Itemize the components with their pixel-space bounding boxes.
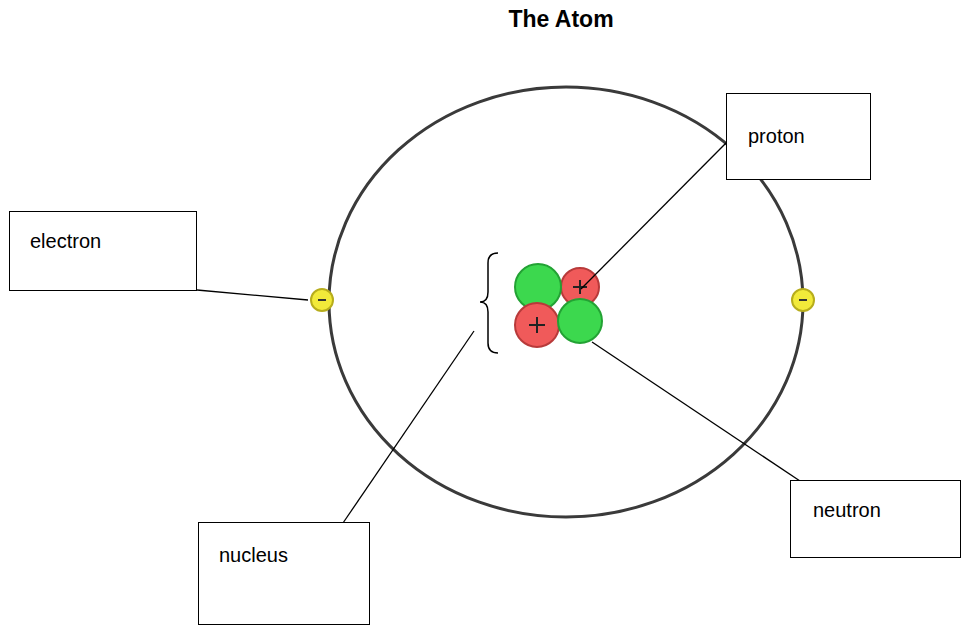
electron-particle	[792, 289, 814, 311]
leader-line	[343, 331, 474, 523]
label-text: proton	[748, 124, 870, 148]
diagram-title: The Atom	[508, 6, 613, 33]
neutron-particle	[558, 299, 602, 343]
label-text: neutron	[813, 498, 960, 522]
label-text: electron	[30, 229, 196, 253]
nucleus-brace	[480, 253, 498, 353]
leader-line	[581, 142, 727, 289]
proton-particle	[515, 303, 559, 347]
label-text: nucleus	[219, 543, 369, 567]
electron-particle	[311, 289, 333, 311]
label-box: electron	[9, 211, 197, 291]
label-box: nucleus	[198, 522, 370, 625]
label-box: proton	[726, 93, 871, 180]
leader-line	[197, 290, 308, 300]
leader-line	[592, 342, 800, 481]
label-box: neutron	[790, 480, 961, 558]
nucleus-cluster	[515, 264, 602, 347]
